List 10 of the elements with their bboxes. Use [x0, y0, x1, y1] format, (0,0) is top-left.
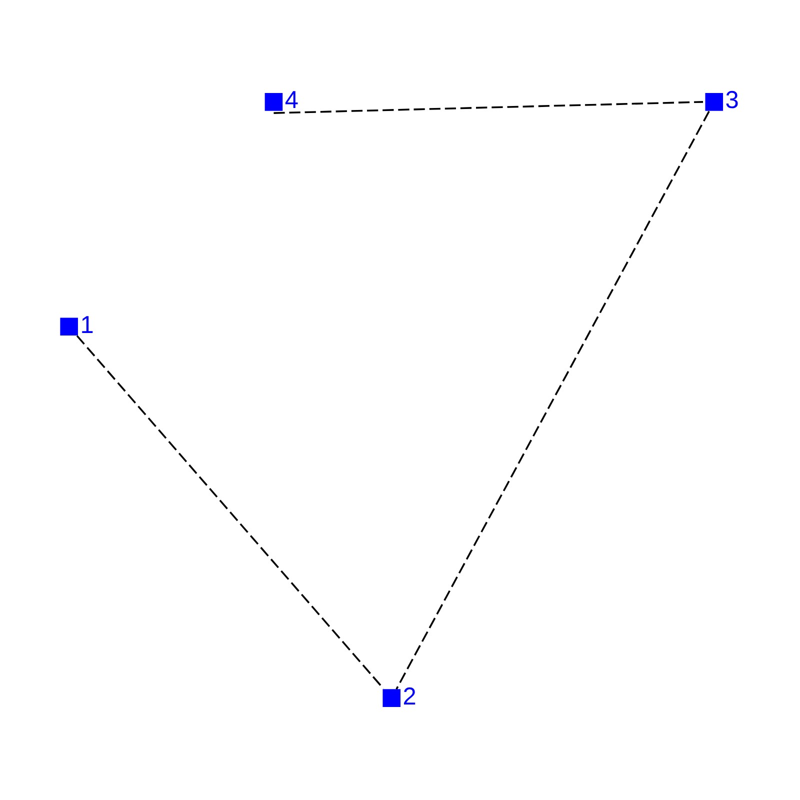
- node-label: 2: [402, 683, 416, 710]
- node-label: 4: [284, 87, 298, 114]
- node-box: [704, 93, 723, 111]
- node-label: 3: [724, 87, 738, 114]
- node-box: [60, 318, 78, 336]
- node-box: [264, 93, 282, 111]
- connector: [395, 110, 710, 690]
- node-label: 1: [80, 312, 94, 339]
- connector: [273, 101, 703, 114]
- node-box: [382, 689, 400, 707]
